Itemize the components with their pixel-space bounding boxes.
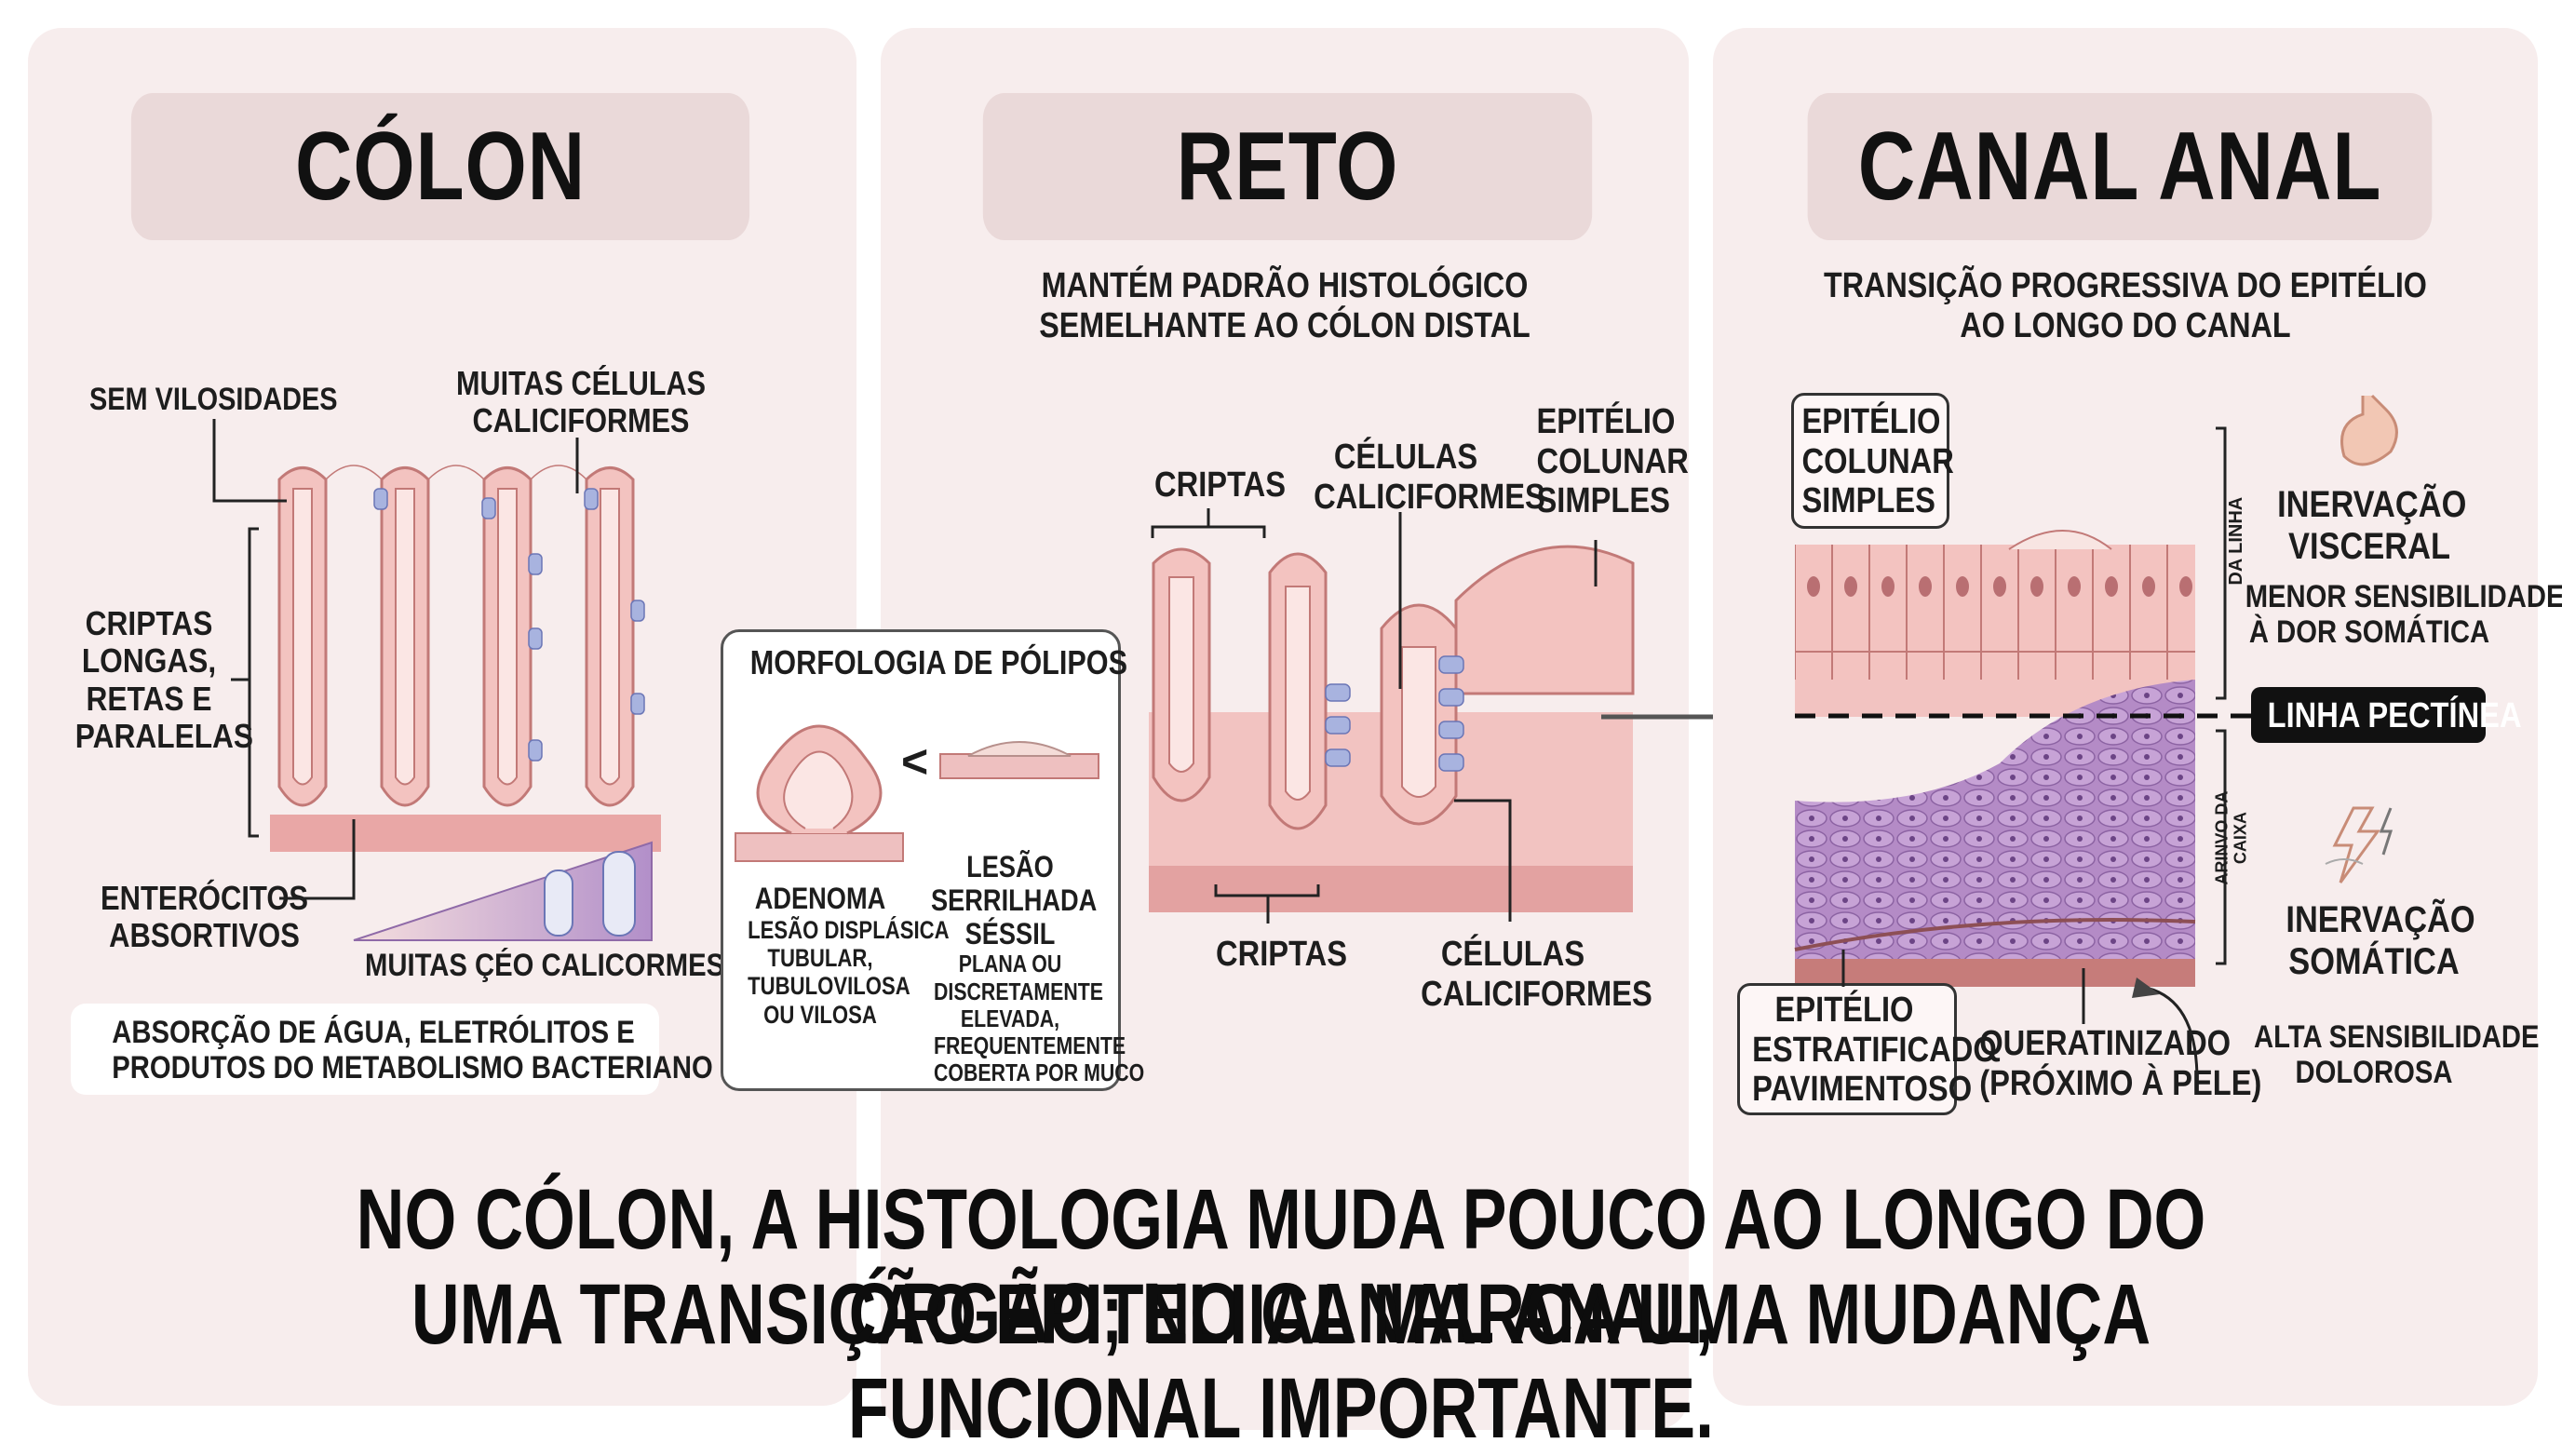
anal-epithelium-top-box xyxy=(1791,393,1949,529)
colon-title: CÓLON xyxy=(130,93,750,240)
pectinate-dashed-line xyxy=(1795,713,2260,719)
rectum-crypts-bottom-label: CRIPTAS xyxy=(1216,935,1348,974)
colon-no-villi-label: SEM VILOSIDADES xyxy=(89,382,338,417)
anal-leader-lines xyxy=(1841,950,2199,1081)
polyp-adenoma-illustration xyxy=(735,724,904,862)
anal-epithelium-illustration xyxy=(1794,530,2196,987)
colon-absorption-box xyxy=(71,1004,659,1095)
stratified-box xyxy=(1737,983,1957,1115)
anal-brackets xyxy=(2216,426,2227,965)
lightning-nerve-icon xyxy=(2325,806,2393,883)
anal-title: CANAL ANAL xyxy=(1807,93,2433,240)
polyp-title: MORFOLOGIA DE PÓLIPOS xyxy=(749,643,1127,681)
pectinate-label: LINHA PECTÍNEA xyxy=(2267,696,2522,735)
polyp-serrated-label: LESÃO SERRILHADA SÉSSIL PLANA OU DISCRET… xyxy=(931,850,1145,1086)
rectum-title: RETO xyxy=(982,93,1593,240)
colon-goblet-gradient xyxy=(353,841,653,941)
colon-gradient-label: MUITAS ÇÉO CALICORMES xyxy=(365,948,725,983)
colon-crypts-illustration xyxy=(270,465,661,852)
stomach-icon xyxy=(2340,394,2398,466)
bottom-summary-line-1: NO CÓLON, A HISTOLOGIA MUDA POUCO AO LON… xyxy=(356,1172,2206,1362)
polyp-adenoma-label: ADENOMA LESÃO DISPLÁSICA TUBULAR, TUBULO… xyxy=(748,882,950,1029)
polyp-comparator: < xyxy=(901,735,929,788)
bottom-summary-line-2: UMA TRANSIÇÃO EPITELIIAL MARCA UMA MUDAN… xyxy=(411,1267,2151,1456)
rectum-crypts-top-label: CRIPTAS xyxy=(1154,465,1287,505)
rectum-leader-lines xyxy=(1151,508,1598,923)
above-line-label: DA LINHA xyxy=(2226,496,2247,586)
colon-leader-lines xyxy=(212,419,579,900)
pectinate-badge xyxy=(2251,687,2486,743)
polyp-serrated-illustration xyxy=(939,741,1099,779)
colon-panel xyxy=(28,28,856,1406)
rectum-crypts-illustration xyxy=(1149,545,1635,912)
